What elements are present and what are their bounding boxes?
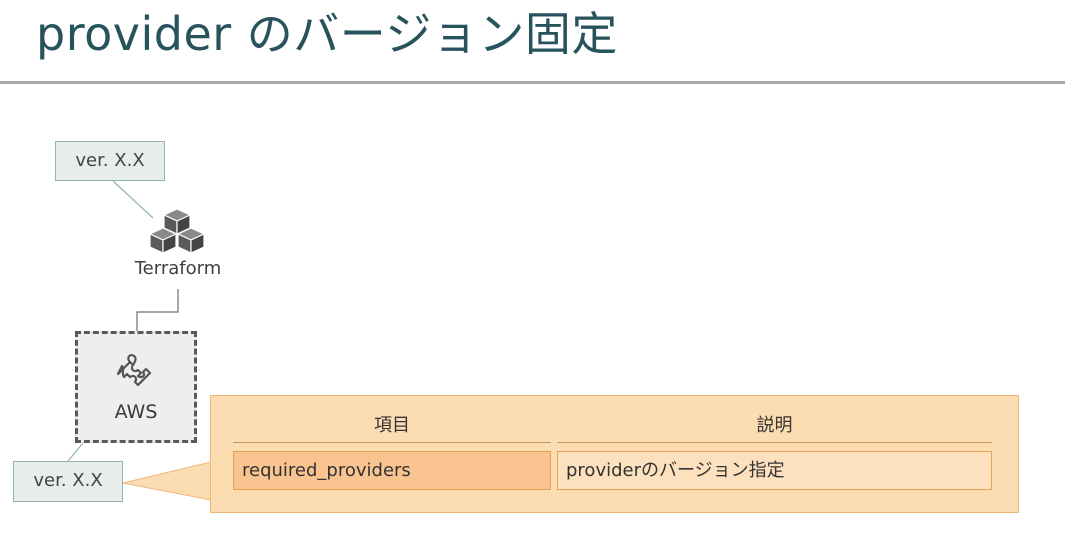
- aws-label: AWS: [114, 401, 158, 423]
- page-title: provider のバージョン固定: [36, 7, 618, 61]
- terraform-aws-connector: [136, 289, 179, 332]
- callout-pointer: [122, 461, 212, 501]
- aws-provider-box: [75, 331, 197, 443]
- table-cell-description: providerのバージョン指定: [557, 451, 992, 490]
- provider-version-label: ver. X.X: [13, 461, 123, 502]
- table-header-item: 項目: [233, 412, 551, 443]
- terraform-version-label: ver. X.X: [55, 141, 165, 181]
- terraform-label: Terraform: [134, 258, 222, 279]
- table-cell-item: required_providers: [233, 451, 551, 490]
- cubes-icon: [149, 208, 205, 254]
- table-header-description: 説明: [557, 412, 992, 443]
- title-divider: [0, 81, 1065, 84]
- puzzle-piece-icon: [116, 354, 152, 387]
